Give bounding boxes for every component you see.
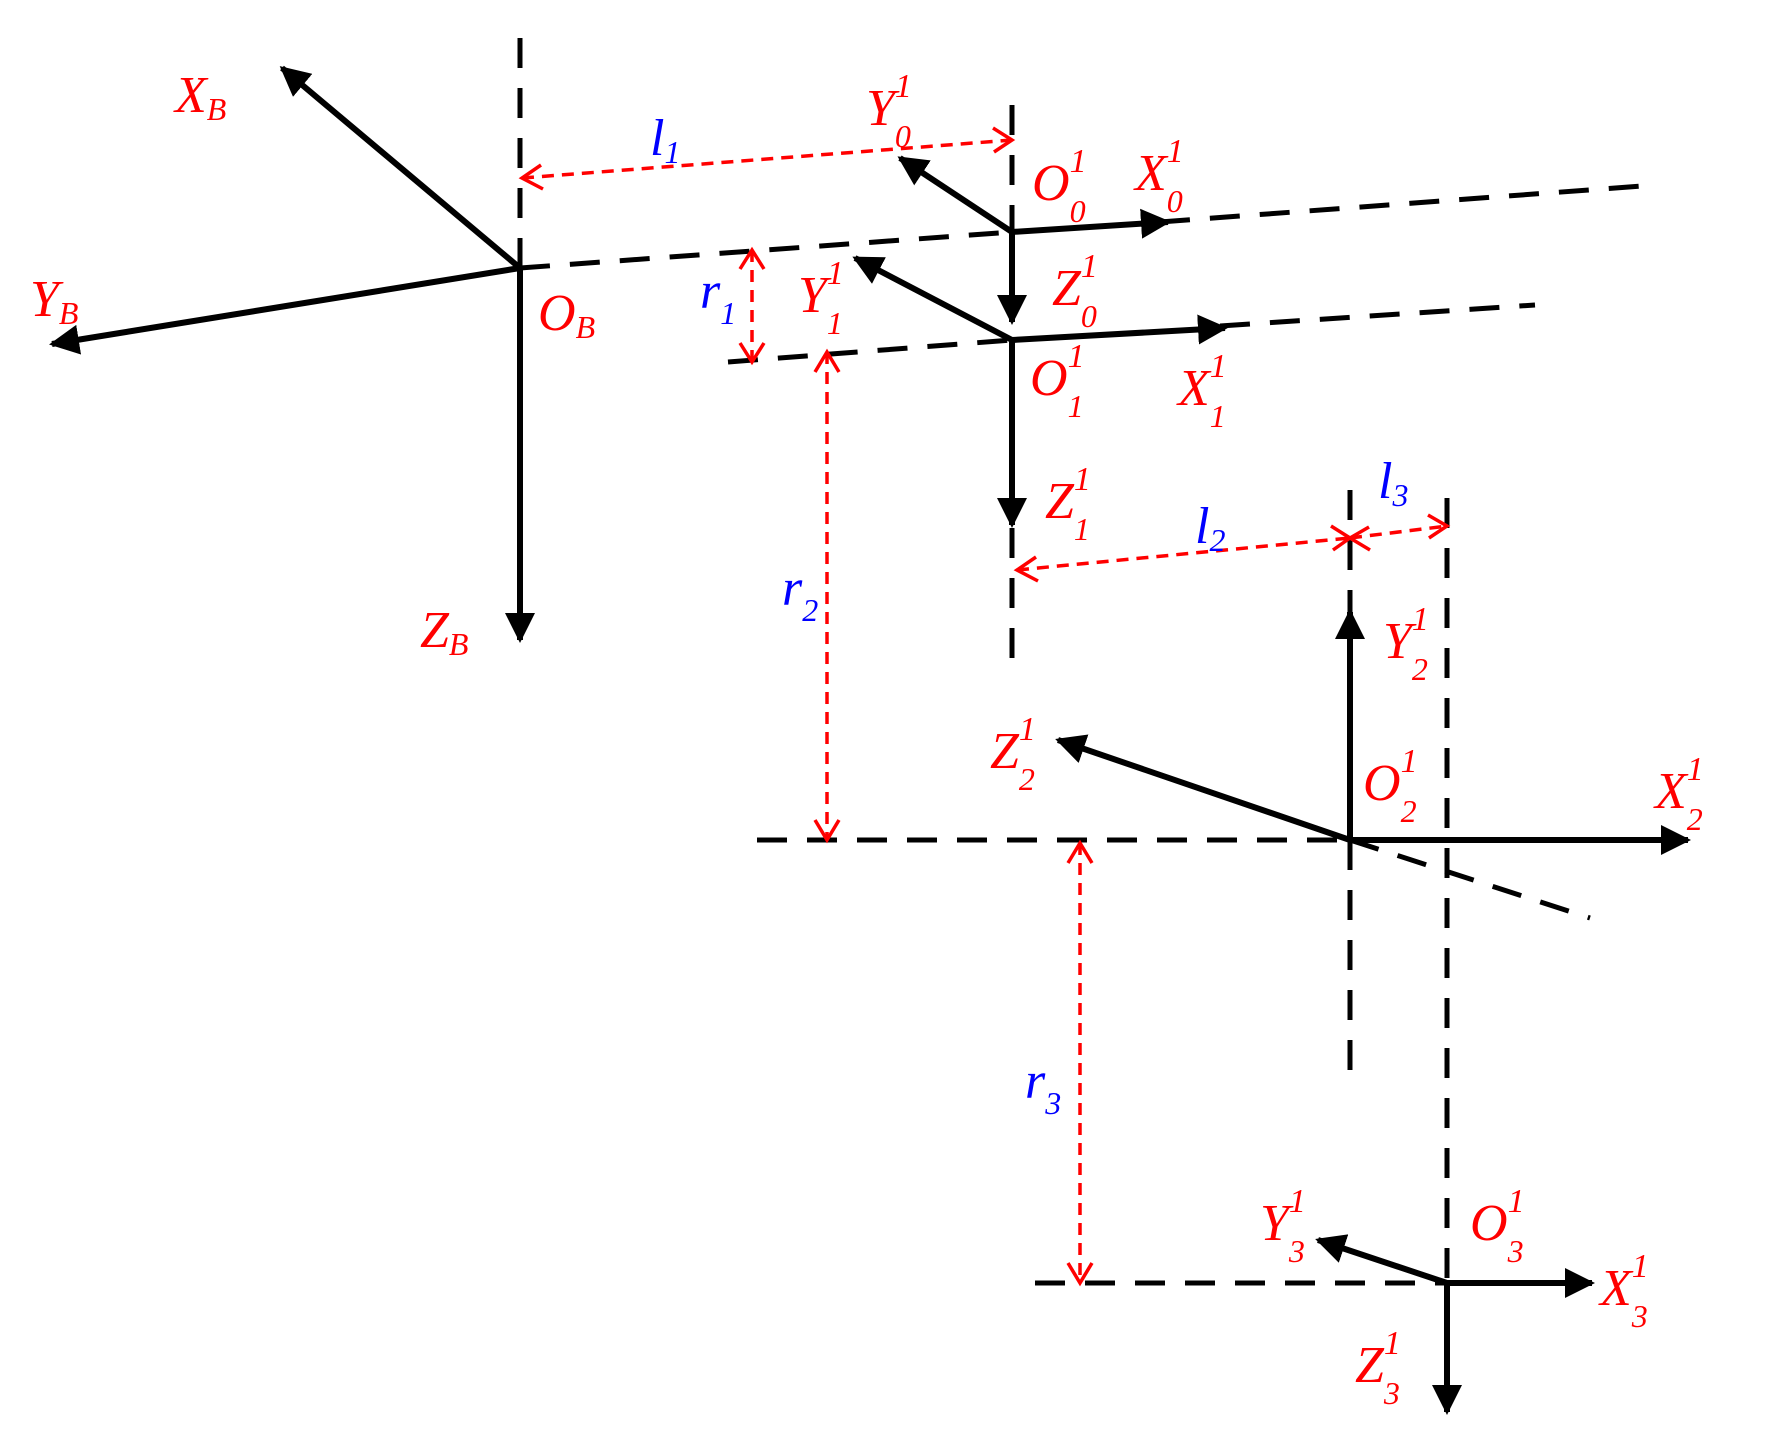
frame1-right-dashed-line xyxy=(1219,302,1536,329)
dimension-labels: l1 r1 r2 l2 l3 r3 xyxy=(650,110,1408,1121)
yb-label: YB xyxy=(30,271,78,331)
xb-axis xyxy=(279,65,522,271)
l3-dimension xyxy=(1346,513,1451,552)
base-horizontal-dashed-line xyxy=(519,229,1013,271)
axes xyxy=(49,65,1691,1415)
x11-axis xyxy=(1011,314,1228,345)
ob-label: OB xyxy=(538,285,595,345)
r2-label: r2 xyxy=(782,560,818,628)
l1-dimension xyxy=(518,126,1016,191)
frame0-dashed-line xyxy=(1159,182,1656,225)
r3-dimension xyxy=(1066,839,1094,1287)
r1-dimension xyxy=(738,246,766,366)
y31-axis xyxy=(1315,1234,1448,1286)
r3-label: r3 xyxy=(1025,1053,1061,1121)
yb-axis xyxy=(49,265,521,355)
xb-label: XB xyxy=(173,67,226,127)
frame1-left-dashed-line xyxy=(727,337,1013,365)
dimension-lines xyxy=(518,126,1451,1287)
x01-axis xyxy=(1011,208,1171,239)
y01-axis xyxy=(897,155,1014,235)
reference-lines xyxy=(517,38,1656,1286)
l2-dimension xyxy=(1013,524,1354,583)
r2-dimension xyxy=(813,348,841,844)
l3-label: l3 xyxy=(1378,453,1408,513)
z21-axis xyxy=(1055,734,1351,843)
r1-label: r1 xyxy=(700,263,736,331)
zb-label: ZB xyxy=(420,602,468,662)
y11-axis xyxy=(852,255,1014,343)
l2-label: l2 xyxy=(1195,498,1225,558)
l1-label: l1 xyxy=(650,110,680,170)
frame2-diagonal-dashed-line xyxy=(1349,837,1591,921)
